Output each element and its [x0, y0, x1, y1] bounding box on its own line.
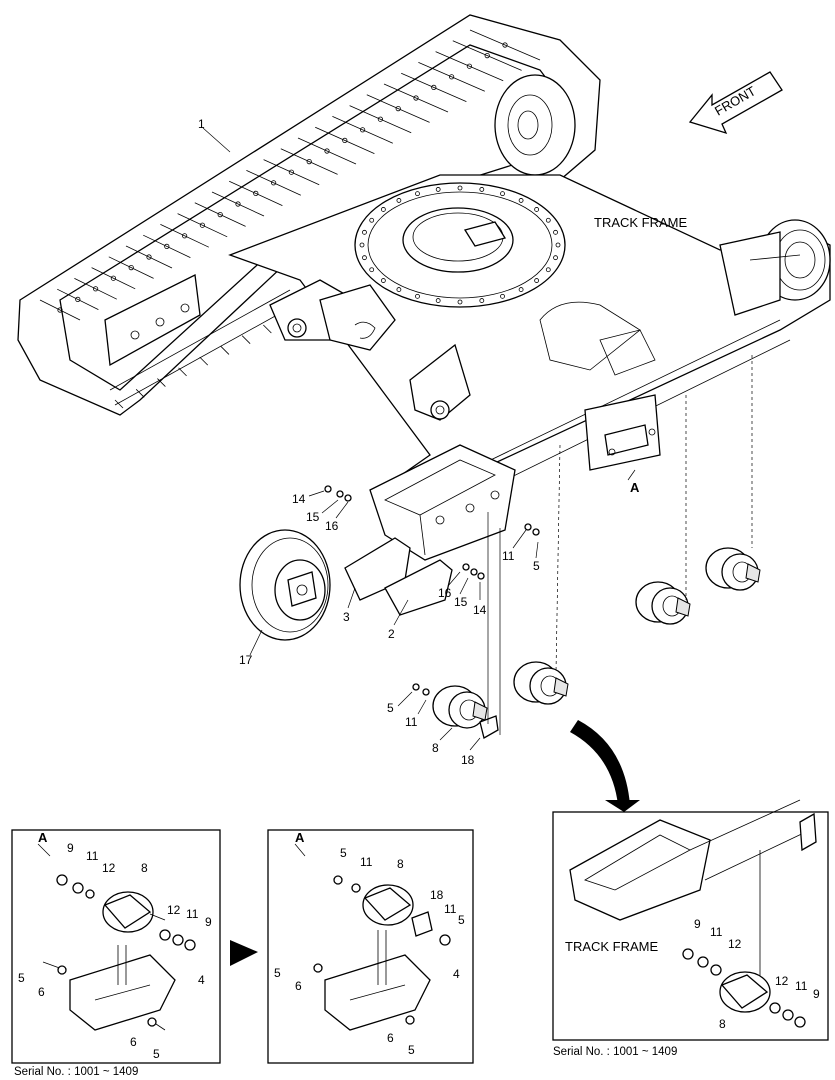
callout-11a: 11 — [502, 549, 515, 563]
detail-box-2: A 5 11 8 18 11 5 4 5 6 6 5 — [267, 829, 474, 1064]
d2-4: 4 — [453, 967, 460, 981]
callout-16a: 16 — [325, 519, 339, 533]
callout-3: 3 — [343, 610, 350, 624]
callout-11b: 11 — [405, 715, 418, 729]
d2-8: 8 — [397, 857, 404, 871]
front-idler — [239, 529, 331, 641]
track-frame-label-main: TRACK FRAME — [594, 215, 688, 230]
d1-9b: 9 — [205, 915, 212, 929]
d1-12a: 12 — [102, 861, 116, 875]
d1-11a: 11 — [86, 849, 99, 863]
serial-number-2: Serial No. : 1001 ~ 1409 — [553, 1046, 677, 1058]
d3-9b: 9 — [813, 987, 820, 1001]
track-rollers-main — [432, 547, 761, 739]
callout-5a: 5 — [533, 559, 540, 573]
callout-14b: 14 — [473, 603, 487, 617]
d3-12a: 12 — [728, 937, 742, 951]
track-frame-body — [228, 174, 831, 561]
d2-5c: 5 — [274, 966, 281, 980]
d3-11a: 11 — [710, 925, 723, 939]
front-arrow: FRONT — [688, 71, 783, 135]
d3-11b: 11 — [795, 979, 808, 993]
track-frame-label-detail: TRACK FRAME — [565, 939, 659, 954]
serial-number-1: Serial No. : 1001 ~ 1409 — [14, 1066, 138, 1078]
detail-arrow-right — [230, 940, 258, 966]
d2-6a: 6 — [295, 979, 302, 993]
detail-1-title: A — [38, 830, 48, 845]
d2-6b: 6 — [387, 1031, 394, 1045]
callout-5b: 5 — [387, 701, 394, 715]
d3-8: 8 — [719, 1017, 726, 1031]
callout-15a: 15 — [306, 510, 320, 524]
d2-5d: 5 — [408, 1043, 415, 1057]
d1-9a: 9 — [67, 841, 74, 855]
detail-arrow — [570, 720, 640, 812]
detail-box-3: TRACK FRAME 9 11 12 12 11 9 8 — [552, 799, 829, 1041]
detail-2-title: A — [295, 830, 305, 845]
callout-18: 18 — [461, 753, 475, 767]
detail-box-1: A 9 11 12 8 12 11 9 4 5 6 6 5 — [11, 829, 221, 1064]
d3-9a: 9 — [694, 917, 701, 931]
main-callouts: 1 14 15 16 11 5 3 2 16 15 14 17 5 11 8 1… — [198, 117, 540, 767]
d2-18: 18 — [430, 888, 444, 902]
d1-11b: 11 — [186, 907, 199, 921]
track-chain — [17, 14, 601, 416]
d1-5b: 5 — [153, 1047, 160, 1061]
callout-16b: 16 — [438, 586, 452, 600]
callout-2: 2 — [388, 627, 395, 641]
d1-12b: 12 — [167, 903, 181, 917]
callout-17: 17 — [239, 653, 253, 667]
d1-4: 4 — [198, 973, 205, 987]
d1-8: 8 — [141, 861, 148, 875]
leader-dashes — [487, 355, 753, 735]
d3-12b: 12 — [775, 974, 789, 988]
d2-11b: 11 — [444, 902, 457, 916]
view-marker-a: A — [630, 480, 640, 495]
d2-5b: 5 — [458, 913, 465, 927]
bolts — [324, 485, 540, 696]
d1-6b: 6 — [130, 1035, 137, 1049]
d1-5a: 5 — [18, 971, 25, 985]
callout-14a: 14 — [292, 492, 306, 506]
d1-6a: 6 — [38, 985, 45, 999]
callout-15b: 15 — [454, 595, 468, 609]
d2-5a: 5 — [340, 846, 347, 860]
callout-1: 1 — [198, 117, 205, 131]
guide-plates — [344, 537, 453, 616]
d2-11a: 11 — [360, 855, 373, 869]
callout-8: 8 — [432, 741, 439, 755]
